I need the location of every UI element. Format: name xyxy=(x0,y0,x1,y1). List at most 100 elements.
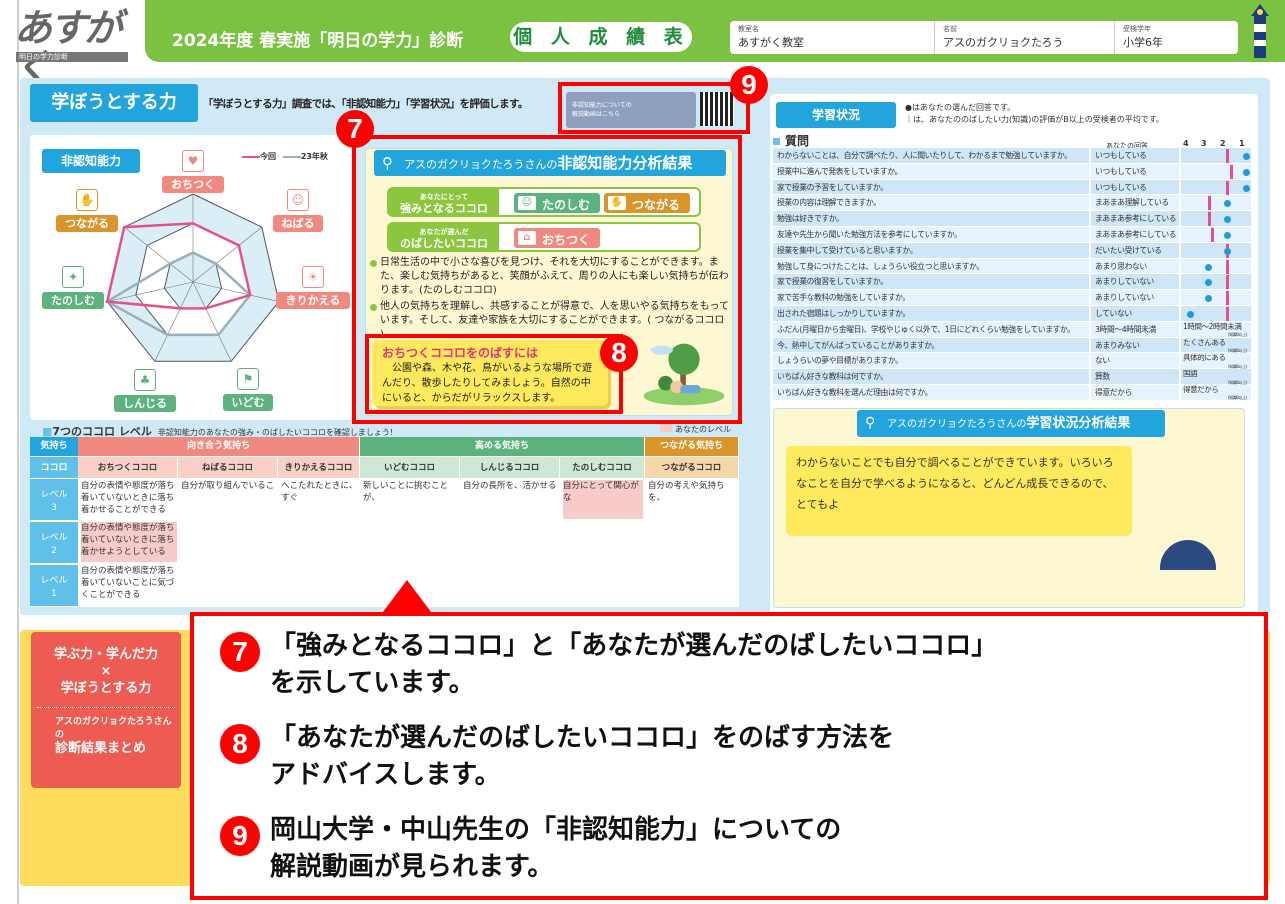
radar-axis xyxy=(192,281,279,302)
legend-current-swatch xyxy=(242,155,260,158)
callout-box-7 xyxy=(352,135,742,424)
radar-axis-label: つながる xyxy=(56,215,118,232)
kokoro-header: たのしむココロ xyxy=(560,456,644,478)
answer-scale xyxy=(1181,148,1250,163)
radar-axis-label: きりかえる xyxy=(276,292,350,309)
group-header: 高める気持ち xyxy=(360,437,644,456)
question-row: 授業を集中して受けていると思いますか。だいたい受けている xyxy=(773,242,1251,259)
question-row: 授業中に進んで発表をしていますか。いつもしている xyxy=(773,163,1251,180)
average-answer: 具体的にある xyxy=(1183,353,1226,363)
radar-title: 非認知能力 xyxy=(42,149,140,173)
video-link-label: 非認知能力についての解説動画はこちら xyxy=(572,102,632,118)
average-marker xyxy=(1226,259,1230,274)
level-label: レベル2 xyxy=(30,521,78,563)
question-text: 友達や先生から聞いた勉強方法を参考にしていますか。 xyxy=(773,226,1091,242)
child-in-nature-illustration xyxy=(643,343,725,406)
levels-legend: あなたのレベル xyxy=(660,424,731,435)
info-label: 教室名 xyxy=(738,25,759,33)
explanation-badge-7: 7 xyxy=(220,632,260,672)
info-value: 小学6年 xyxy=(1123,36,1163,49)
callout-explanation-box: 7 「強みとなるココロ」と「あなたが選んだのばしたいココロ」を示しています。 8… xyxy=(190,612,1268,900)
strength-row: あなたにとって強みとなるココロ ☺たのしむ ✋つながる xyxy=(387,187,701,217)
question-text: いちばん好きな教科は何ですか。 xyxy=(773,369,1091,384)
question-row: ふだん(月曜日から金曜日)、学校やじゅく以外で、1日にどれくらい勉強をしています… xyxy=(773,321,1251,338)
average-note: (知識B以上) xyxy=(1227,363,1247,369)
kokoro-header: おちつくココロ xyxy=(78,456,177,478)
callout-badge-7: 7 xyxy=(336,110,374,148)
grow-label-main: のばしたいココロ xyxy=(400,237,488,250)
group-header: 向き合う気持ち xyxy=(78,437,359,456)
grow-row: あなたが選んだのばしたいココロ ⌂おちつく xyxy=(387,222,701,252)
your-answer: だいたい受けている xyxy=(1091,242,1181,258)
your-answer: いつもしている xyxy=(1091,148,1181,163)
info-grade: 受検学年小学6年 xyxy=(1115,21,1171,54)
question-text: ふだん(月曜日から金曜日)、学校やじゅく以外で、1日にどれくらい勉強をしています… xyxy=(773,321,1091,337)
question-row: 勉強は好きですか。まあまあ参考にしている xyxy=(773,211,1251,227)
your-answer-dot xyxy=(1187,310,1194,318)
summary-card[interactable]: 学ぶ力・学んだ力×学ぼうとする力アスのガクリョクたろうさんの診断結果まとめ xyxy=(31,632,181,788)
scale-4: 4 xyxy=(1183,139,1189,148)
logo: あすがく明日の学力診断 xyxy=(14,8,134,88)
level-1-description: 自分の表情や態度が落ち着いていないことに気づくことができる xyxy=(81,565,177,605)
logo-subtitle: 明日の学力診断 xyxy=(16,52,128,62)
answer-scale xyxy=(1181,227,1249,242)
info-name: 名前アスのガクリョクたろう xyxy=(935,21,1115,54)
question-table: わからないことは、自分で調べたり、人に聞いたりして、わかるまで勉強していますか。… xyxy=(773,148,1251,401)
radar-legend: 今回 23年秋 xyxy=(242,151,328,162)
page-edge xyxy=(17,0,19,904)
summary-line1: 学ぶ力・学んだ力 xyxy=(53,647,158,662)
your-answer-dot xyxy=(1205,295,1212,303)
average-marker xyxy=(1207,212,1211,227)
group-header: つながる気持ち xyxy=(645,437,738,456)
kokoro-header: しんじるココロ xyxy=(460,456,559,478)
question-text: 授業を集中して受けていると思いますか。 xyxy=(773,242,1091,258)
cheer-icon: ☺ xyxy=(518,196,536,210)
callout-box-8 xyxy=(365,334,623,414)
radar-axis-label: おちつく xyxy=(162,176,224,193)
advice-title: おちつくココロをのばすには xyxy=(382,346,539,360)
question-header: 質問 xyxy=(773,132,809,149)
question-row: 授業の内容は理解できますか。まあまあ理解している xyxy=(773,195,1251,212)
student-info: 教室名あすがく教室 名前アスのガクリョクたろう 受検学年小学6年 xyxy=(730,21,1238,54)
question-text: 授業の内容は理解できますか。 xyxy=(773,195,1091,211)
video-link[interactable]: 非認知能力についての解説動画はこちら xyxy=(566,92,696,128)
levels-title-text: 7つのココロ レベル xyxy=(52,425,152,438)
question-row: 今、熱中してがんばっていることがありますか。あまりみないたくさんある(知識B以上… xyxy=(773,337,1251,354)
your-answer-dot xyxy=(1224,216,1231,224)
level-label: レベル1 xyxy=(30,564,78,606)
average-marker xyxy=(1230,164,1234,179)
summary-small: アスのガクリョクたろうさんの xyxy=(55,717,172,740)
qr-code[interactable] xyxy=(700,92,734,126)
grow-label: あなたが選んだのばしたいココロ xyxy=(389,224,499,250)
callout-badge-9: 9 xyxy=(730,66,768,104)
average-marker xyxy=(1226,180,1230,195)
level-3-description: 自分が取り組んでいるこ xyxy=(181,480,276,519)
level-label: レベル3 xyxy=(30,478,78,520)
explanation-line: を示しています。 xyxy=(270,668,475,698)
chip-label: おちつく xyxy=(542,233,591,247)
explanation-line: 岡山大学・中山先生の「非認知能力」についての xyxy=(270,815,842,845)
your-answer: 3時間〜4時間未満 xyxy=(1091,321,1181,337)
note-bar: ｜は、あなたののばしたい力(知識)の評価がB以上の受検者の平均です。 xyxy=(905,115,1164,124)
lighthouse-icon xyxy=(1251,4,1269,58)
handshake-icon: ✋ xyxy=(76,189,98,211)
radar-axis xyxy=(192,281,232,362)
your-answer: していない xyxy=(1091,305,1181,321)
analysis-title: 学習状況分析結果 xyxy=(1026,416,1131,431)
study-analysis-header: ⚲アスのガクリョクたろうさんの学習状況分析結果 xyxy=(857,410,1165,437)
your-answer: まあまあ参考にしている xyxy=(1091,226,1181,242)
cheer-icon: ✦ xyxy=(62,266,84,288)
radar-axis-label: ねばる xyxy=(273,215,323,232)
your-answer-dot xyxy=(1205,263,1212,271)
question-row: 勉強して身につけたことは、しょうらい役立つと思いますか。あまり思わない xyxy=(773,258,1251,275)
strength-chip-tanoshimu: ☺たのしむ xyxy=(514,193,601,213)
levels-table: 気持ちココロ向き合う気持ち高める気持ちつながる気持ちおちつくココロねばるココロき… xyxy=(30,437,739,607)
your-answer-dot xyxy=(1243,168,1250,176)
answer-scale xyxy=(1181,180,1250,195)
divider xyxy=(37,707,175,708)
analysis-name: アスのガクリョクたろうさんの xyxy=(404,158,558,171)
average-note: (知識B以上) xyxy=(1227,348,1247,354)
question-text: 家で苦手な教科の勉強をしていますか。 xyxy=(773,290,1091,305)
magnifier-icon: ⚲ xyxy=(865,415,876,431)
analysis-bullet: 日常生活の中で小さな喜びを見つけ、それを大切にすることができます。また、楽しむ気… xyxy=(370,256,730,298)
